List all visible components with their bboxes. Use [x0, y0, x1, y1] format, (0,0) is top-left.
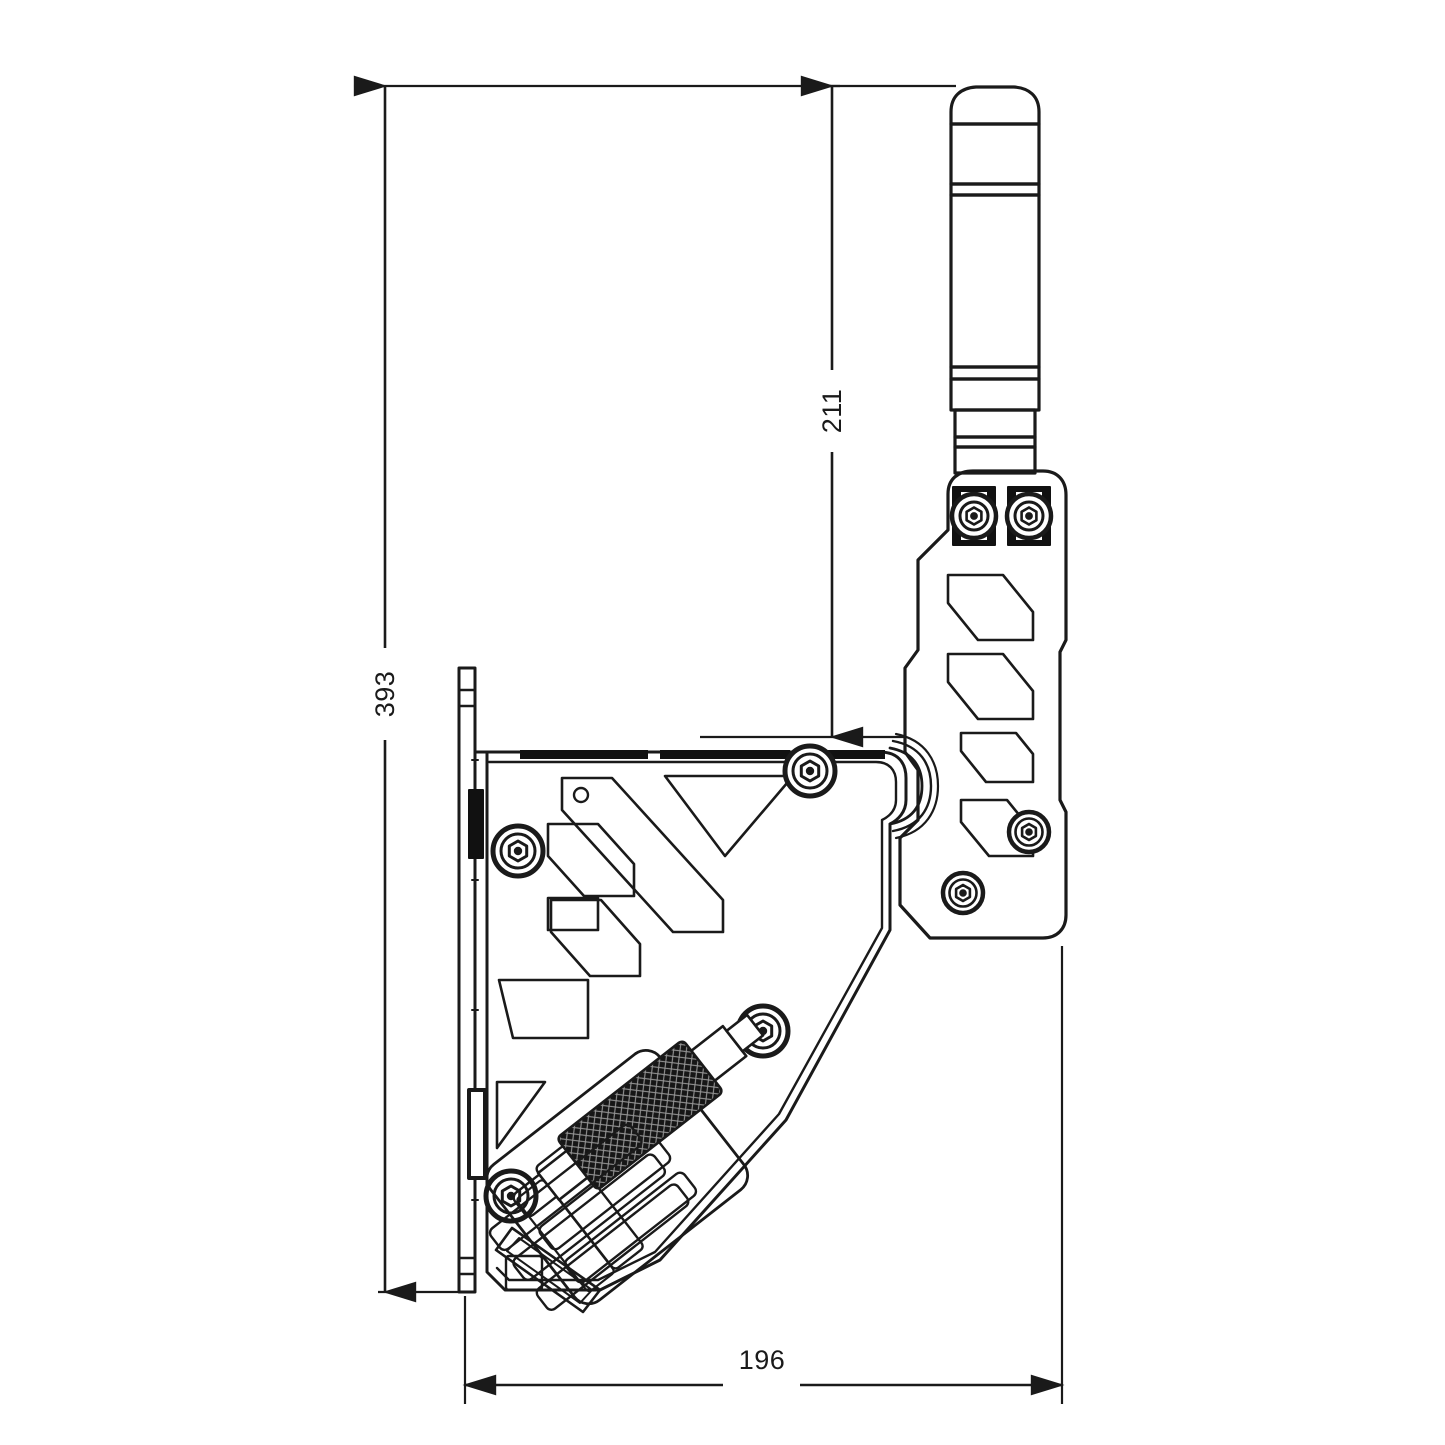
bottom-linkage-bar [494, 1226, 602, 1314]
dimension-overall-height [353, 75, 840, 1303]
dimension-label-handle-height: 211 [817, 389, 847, 434]
dimension-handle-height [700, 75, 956, 748]
dimension-annotations [353, 75, 1065, 1404]
part-geometry [457, 85, 1068, 1314]
lever-arm [898, 469, 1068, 940]
mounting-plate [457, 666, 487, 1294]
spring-linkage [488, 1123, 690, 1311]
bracket-body [473, 732, 940, 1292]
adjustment-knob [536, 1013, 765, 1202]
handle-grip [949, 85, 1041, 475]
dimension-label-overall-height: 393 [370, 671, 400, 718]
dimension-labels: 393 211 196 [370, 389, 847, 1375]
arm-clamp-fasteners [949, 486, 1054, 546]
dimension-overall-depth [462, 946, 1065, 1404]
arm-lower-fasteners [943, 812, 1049, 913]
dimension-label-overall-depth: 196 [739, 1345, 786, 1375]
